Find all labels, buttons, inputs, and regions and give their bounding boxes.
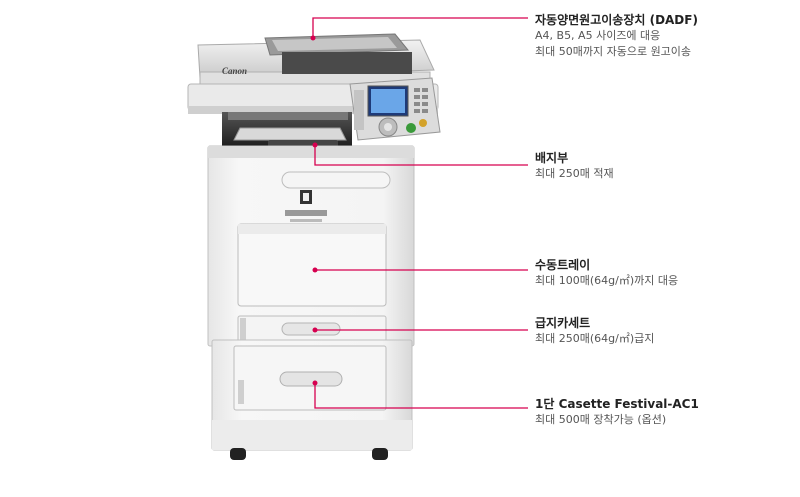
callout-output-tray: 배지부 최대 250매 적재: [535, 150, 795, 182]
callout-title: 자동양면원고이송장치 (DADF): [535, 13, 698, 27]
callout-title: 배지부: [535, 151, 569, 165]
callout-desc: A4, B5, A5 사이즈에 대응: [535, 29, 661, 42]
caster-wheel-left: [230, 448, 246, 460]
callout-desc: 최대 250매 적재: [535, 167, 614, 180]
optional-cassette-unit: [211, 339, 413, 460]
canon-logo: Canon: [222, 66, 248, 76]
callout-dadf: 자동양면원고이송장치 (DADF) A4, B5, A5 사이즈에 대응 최대 …: [535, 12, 795, 60]
callout-markers: [310, 35, 318, 386]
output-tray-area: [222, 112, 352, 148]
dadf-unit: [197, 33, 435, 87]
control-panel: [349, 77, 441, 141]
callout-manual-tray: 수동트레이 최대 100매(64g/㎡)까지 대응: [535, 257, 795, 289]
caster-wheel-right: [372, 448, 388, 460]
callout-desc: 최대 500매 장착가능 (옵션): [535, 413, 667, 426]
callout-desc: 최대 100매(64g/㎡)까지 대응: [535, 274, 679, 287]
callout-title: 급지카세트: [535, 316, 591, 330]
callout-desc: 최대 50매까지 자동으로 원고이송: [535, 45, 692, 58]
callout-optional-cassette: 1단 Casette Festival-AC1 최대 500매 장착가능 (옵션…: [535, 396, 795, 428]
callout-title: 1단 Casette Festival-AC1: [535, 397, 699, 411]
callout-paper-cassette: 급지카세트 최대 250매(64g/㎡)급지: [535, 315, 795, 347]
callout-desc: 최대 250매(64g/㎡)급지: [535, 332, 655, 345]
main-body: [207, 145, 415, 347]
callout-title: 수동트레이: [535, 258, 591, 272]
callout-connectors: [312, 17, 528, 409]
